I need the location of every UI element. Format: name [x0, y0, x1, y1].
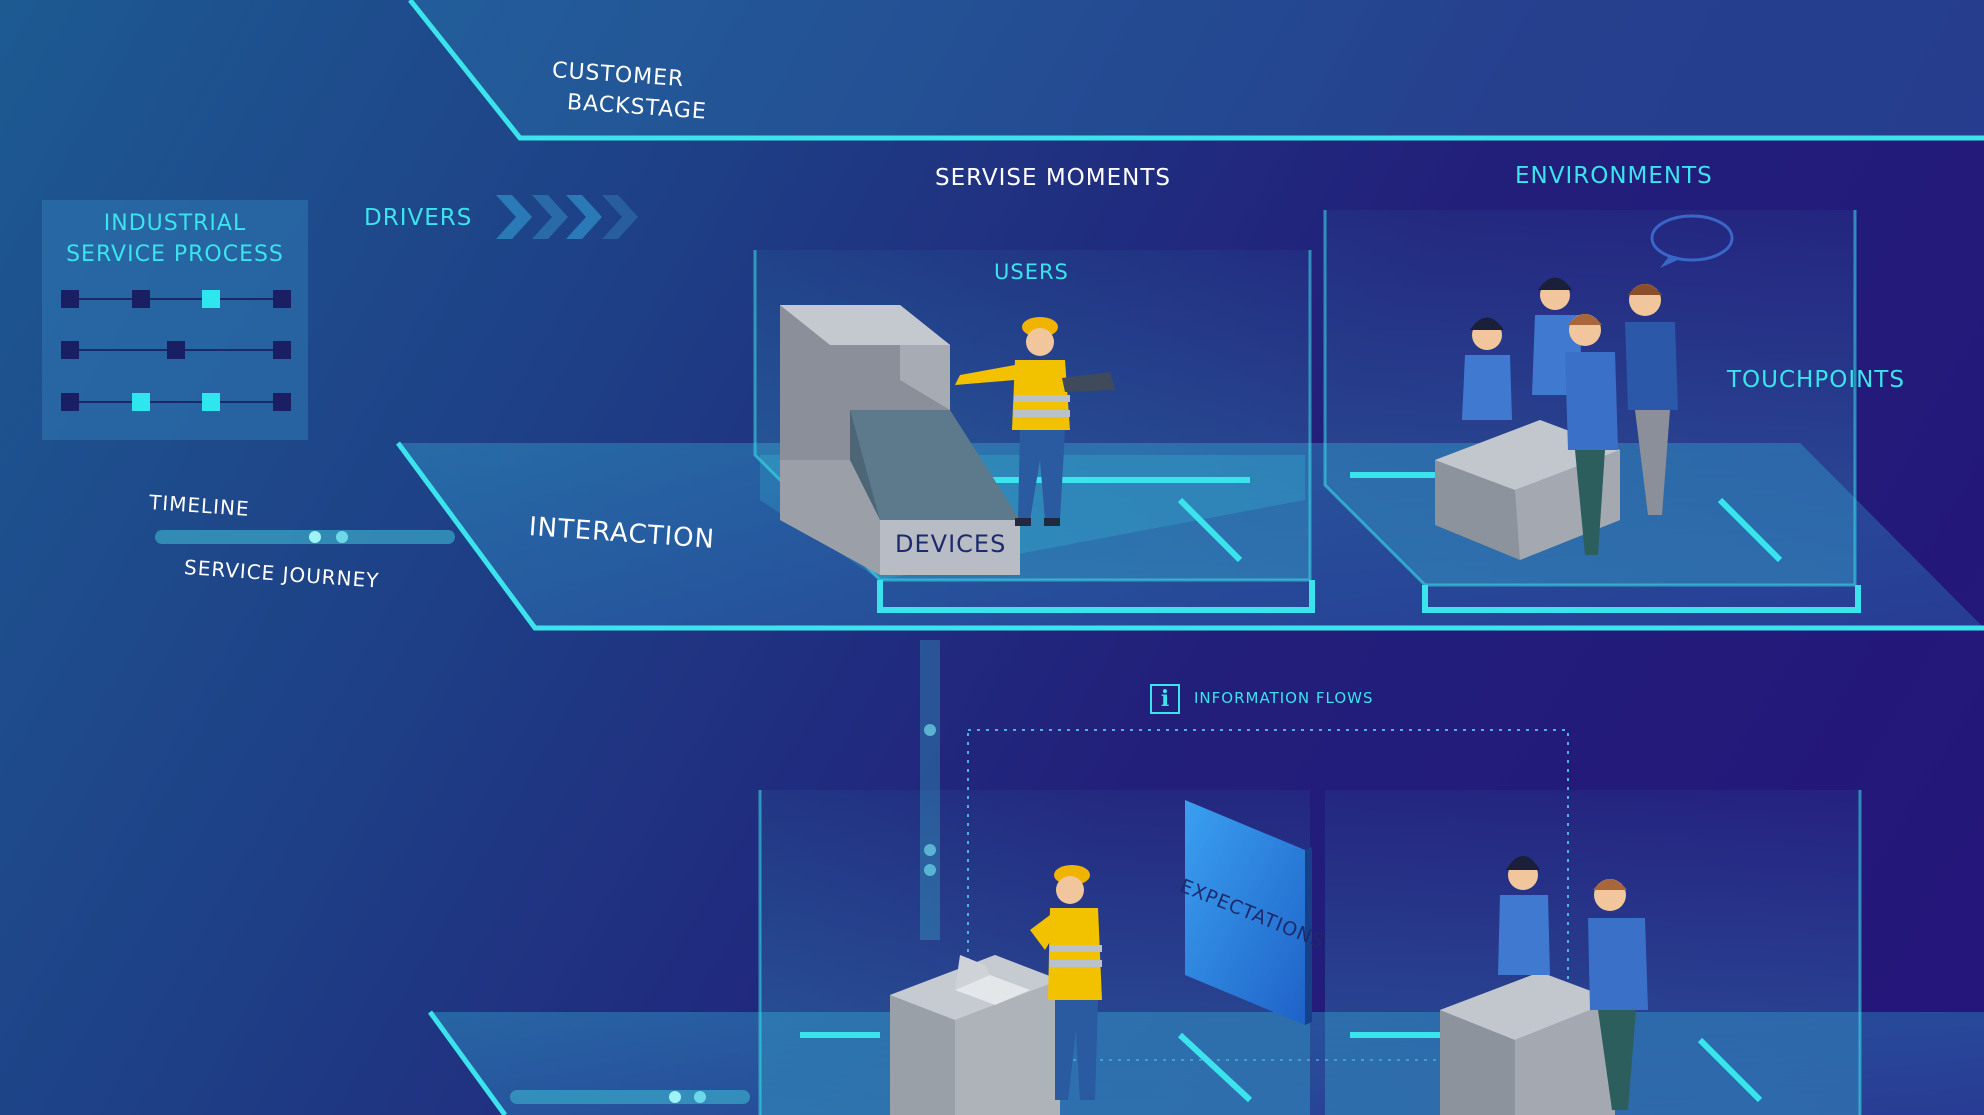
users-label: USERS	[994, 260, 1069, 284]
environments-label: ENVIRONMENTS	[1515, 163, 1713, 189]
timeline-bar	[155, 530, 455, 544]
devices-label: DEVICES	[895, 530, 1006, 558]
industrial-service-process-panel: INDUSTRIAL SERVICE PROCESS	[42, 200, 308, 440]
information-flows-label: INFORMATION FLOWS	[1194, 689, 1374, 707]
service-moments-label: SERVISE MOMENTS	[935, 165, 1171, 191]
process-node	[273, 393, 291, 411]
process-node-active	[202, 290, 220, 308]
process-node	[61, 290, 79, 308]
process-node-active	[132, 393, 150, 411]
chevron-arrows-icon	[496, 195, 638, 239]
process-node	[167, 341, 185, 359]
process-track	[70, 298, 282, 300]
drivers-label: DRIVERS	[364, 205, 472, 231]
process-node	[61, 393, 79, 411]
panel-title: INDUSTRIAL SERVICE PROCESS	[42, 208, 308, 270]
process-node	[273, 290, 291, 308]
process-track	[70, 401, 282, 403]
process-node	[132, 290, 150, 308]
process-node	[61, 341, 79, 359]
info-icon: i	[1150, 684, 1180, 714]
process-node-active	[202, 393, 220, 411]
process-node	[273, 341, 291, 359]
touchpoints-label: TOUCHPOINTS	[1727, 367, 1905, 393]
